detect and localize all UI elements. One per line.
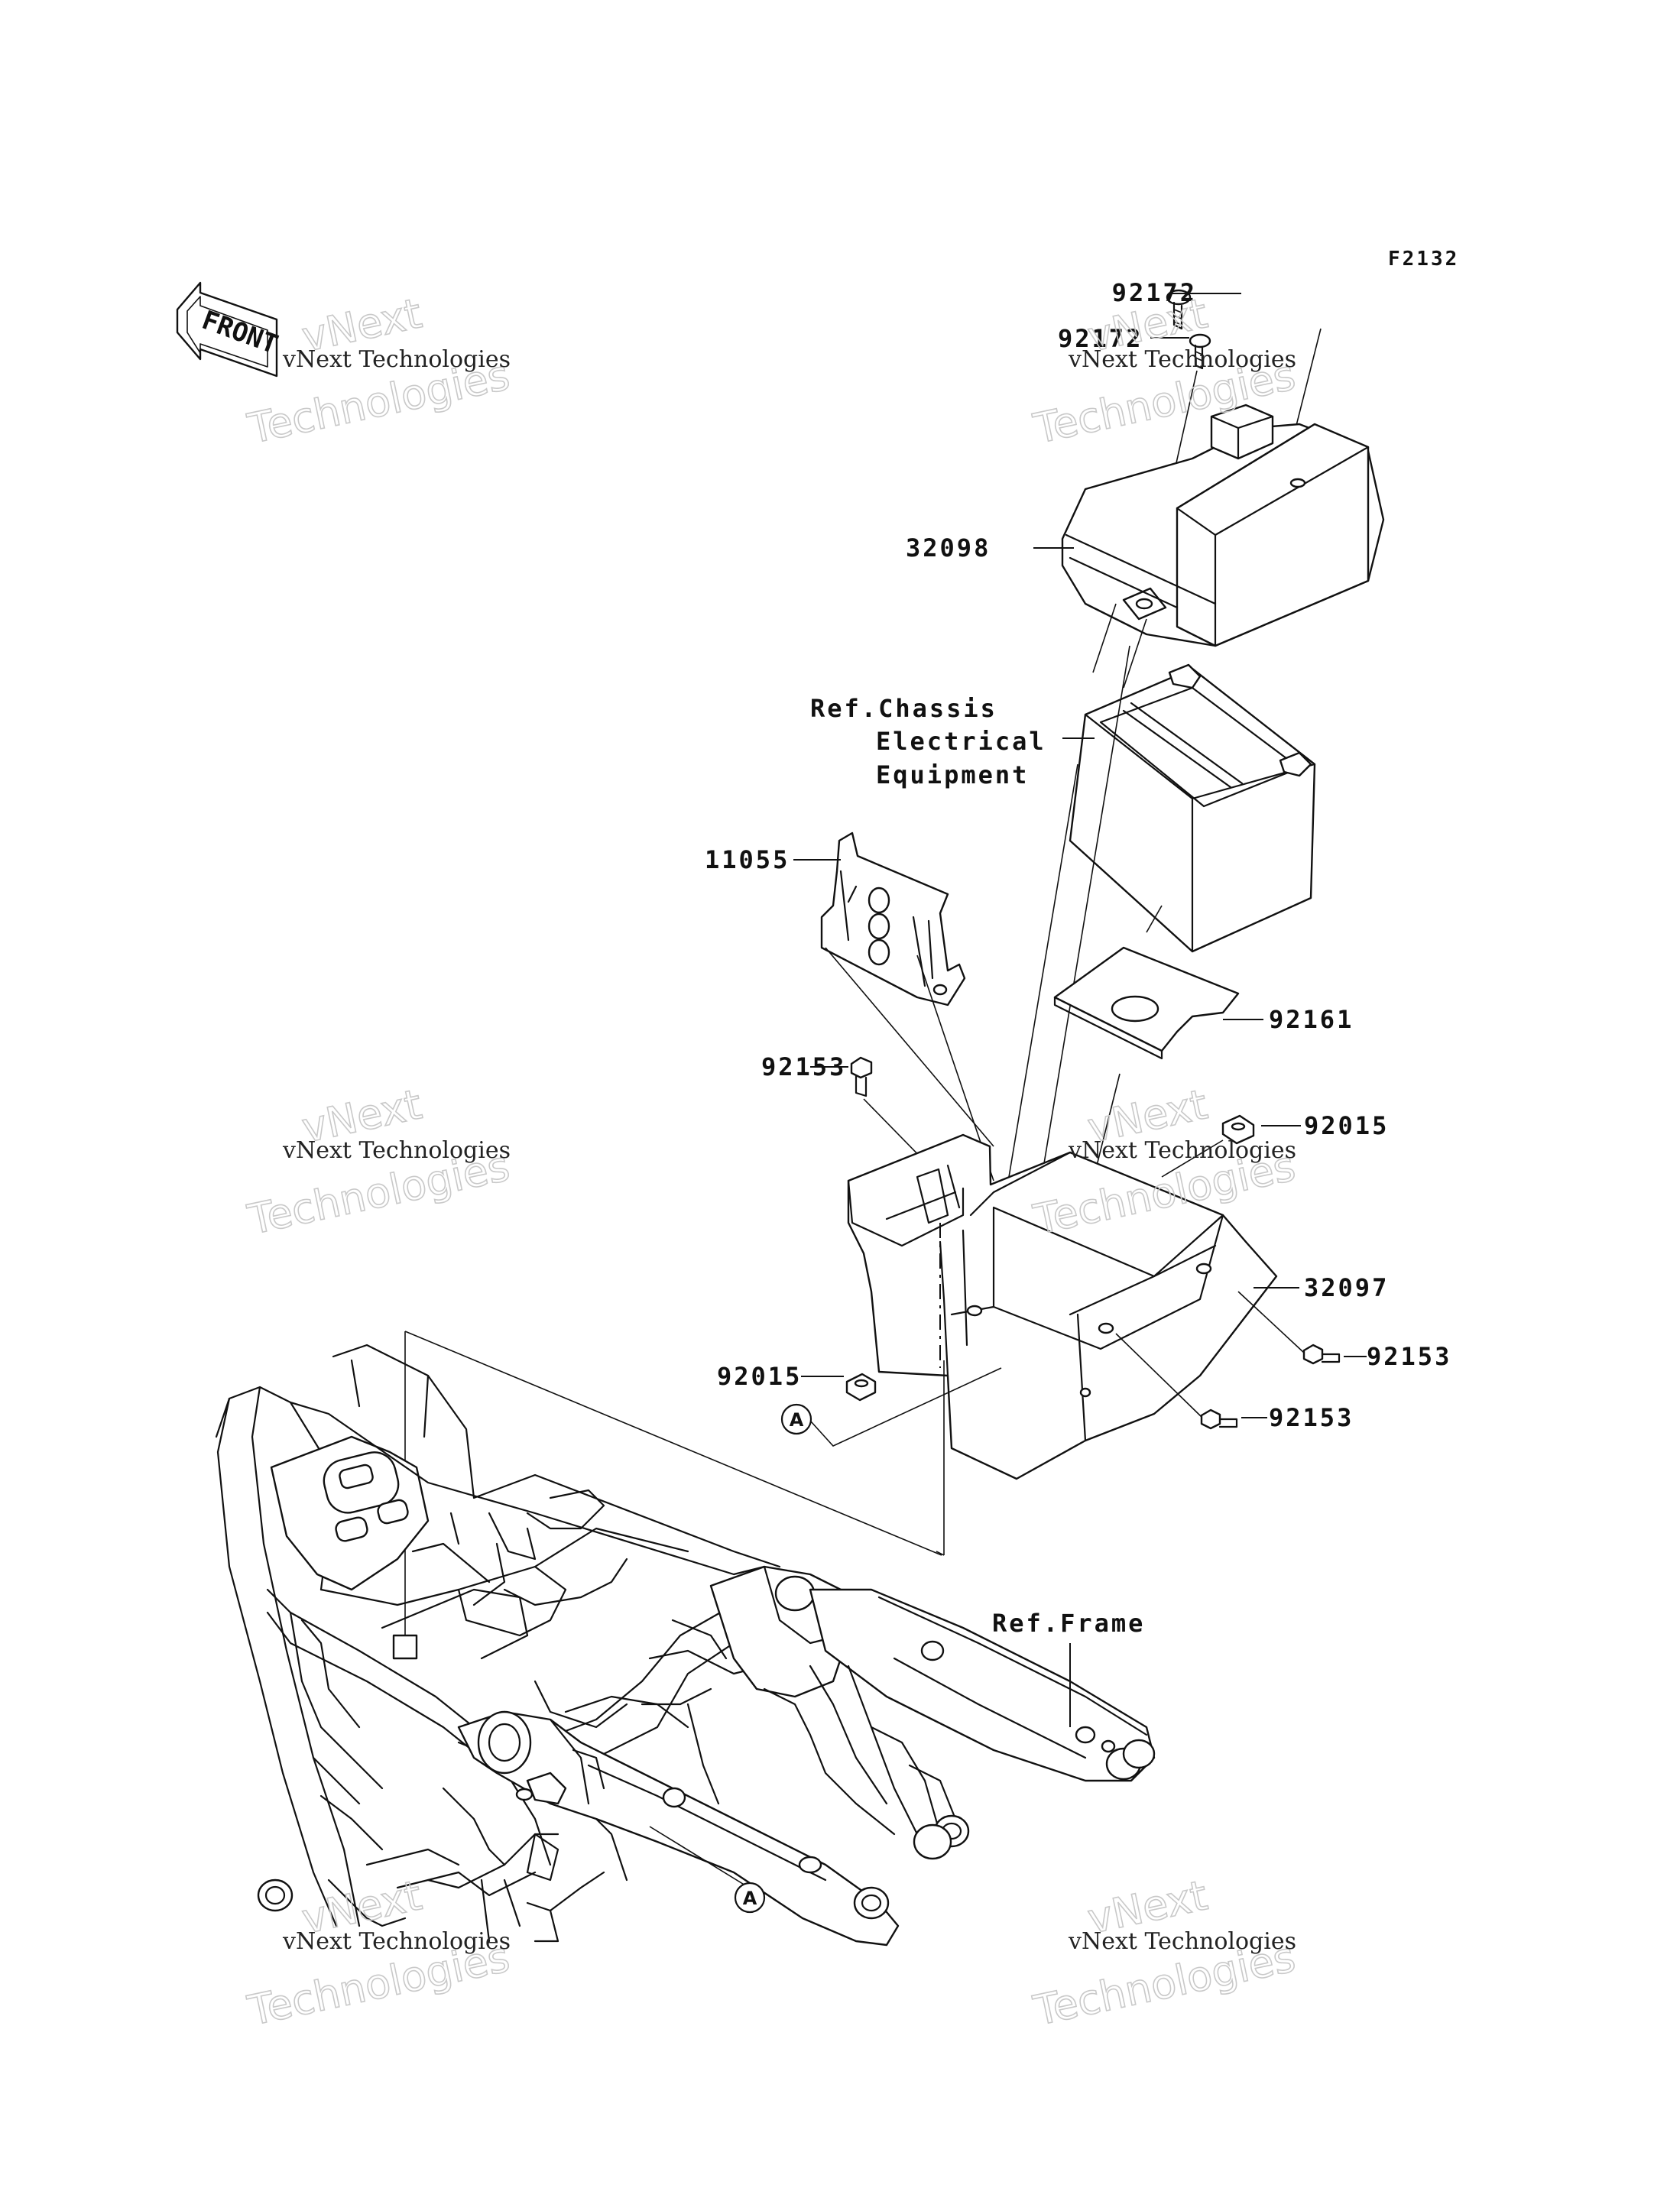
bolt-92172-lower <box>1189 333 1211 370</box>
callout-ref-frame: Ref.Frame <box>992 1609 1145 1638</box>
front-arrow-icon: FRONT <box>176 281 282 378</box>
figure-code: F2132 <box>1388 248 1459 271</box>
pad-92161 <box>1053 946 1240 1060</box>
bolt-92153-right-lower <box>1200 1408 1238 1430</box>
callout-92015-left: 92015 <box>717 1362 802 1391</box>
callout-ref-chassis-3: Equipment <box>876 760 1029 789</box>
marker-a-lower: A <box>734 1882 766 1914</box>
callout-92153-right-upper: 92153 <box>1367 1342 1451 1371</box>
callout-92172-lower: 92172 <box>1058 324 1143 353</box>
callout-92161: 92161 <box>1269 1005 1354 1034</box>
nut-92015-left <box>845 1373 877 1402</box>
bracket-11055 <box>820 831 966 1006</box>
callout-92172-top: 92172 <box>1112 278 1197 307</box>
callout-92153-left: 92153 <box>761 1052 846 1081</box>
motorcycle-frame-reference <box>215 1344 1156 1947</box>
watermark-company-3: vNext Technologies <box>282 1137 511 1164</box>
callout-32098: 32098 <box>906 533 991 562</box>
bolt-92153-right-upper <box>1302 1344 1341 1365</box>
watermark-mid-left: vNext Technologies vNext Technologies <box>243 1079 514 1244</box>
watermark-company-4: vNext Technologies <box>1068 1137 1296 1164</box>
watermark-company-5: vNext Technologies <box>282 1928 511 1955</box>
callout-92015-right: 92015 <box>1304 1111 1389 1140</box>
watermark-company-1: vNext Technologies <box>282 346 511 373</box>
nut-92015-right <box>1221 1114 1255 1145</box>
callout-ref-chassis-2: Electrical <box>876 727 1046 756</box>
callout-92153-right-lower: 92153 <box>1269 1403 1354 1432</box>
marker-a-upper: A <box>780 1403 812 1435</box>
watermark-bottom-right: vNext Technologies vNext Technologies <box>1029 1870 1300 2035</box>
watermark-top-left: vNext Technologies vNext Technologies <box>243 288 514 453</box>
battery-reference <box>1069 663 1316 953</box>
bolt-92153-left <box>850 1056 873 1097</box>
callout-11055: 11055 <box>705 845 790 874</box>
watermark-company-2: vNext Technologies <box>1068 346 1296 373</box>
battery-case-32097 <box>847 1133 1278 1480</box>
marker-a-lower-label: A <box>743 1888 757 1909</box>
callout-32097: 32097 <box>1304 1273 1389 1302</box>
marker-a-upper-label: A <box>790 1409 804 1431</box>
watermark-company-6: vNext Technologies <box>1068 1928 1296 1955</box>
callout-ref-chassis-1: Ref.Chassis <box>810 694 997 723</box>
battery-cover-32098 <box>1061 404 1385 647</box>
